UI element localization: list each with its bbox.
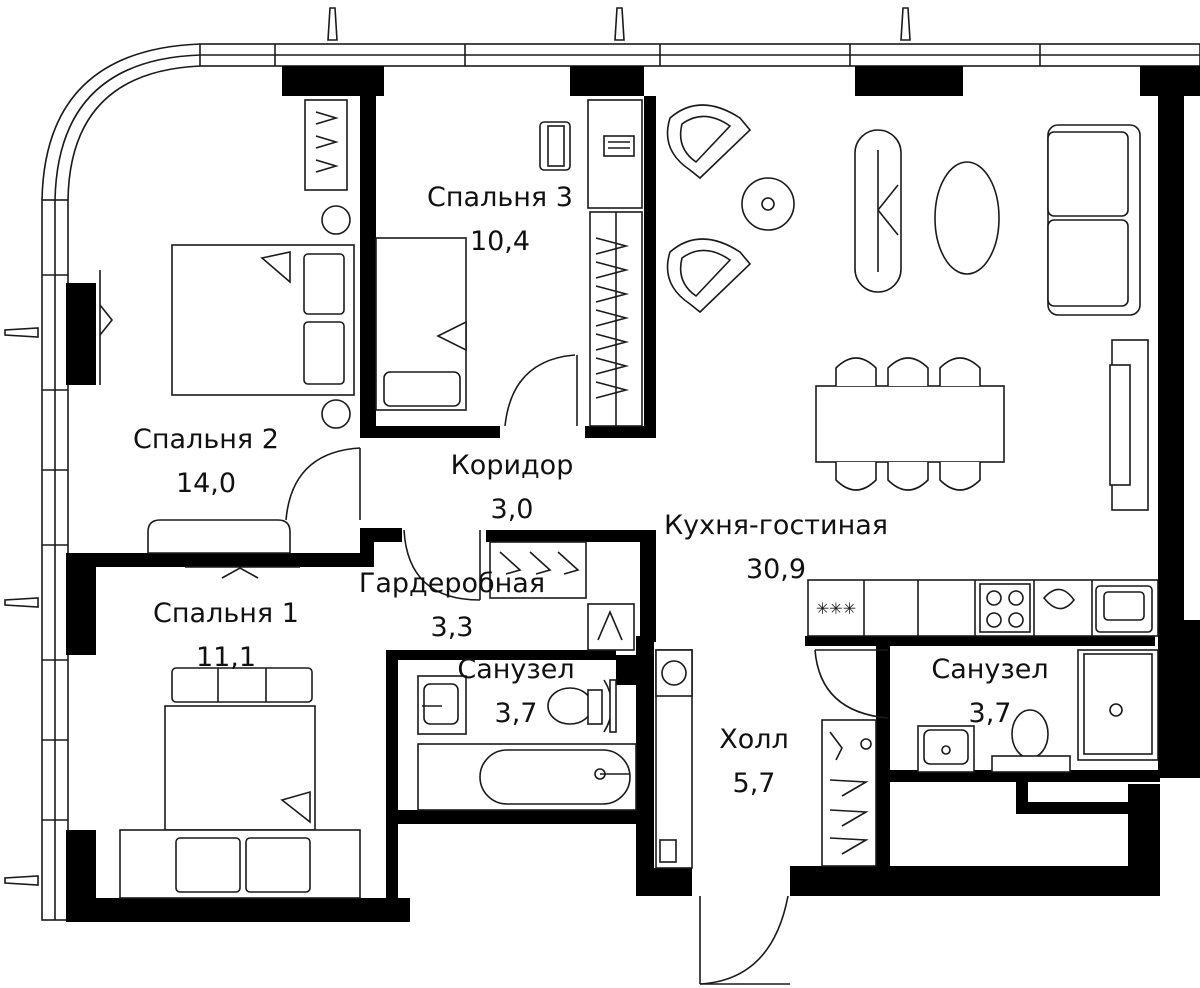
wardrobe-hanger-icon xyxy=(304,99,348,191)
sink-icon xyxy=(1042,585,1153,633)
stove-icon xyxy=(979,583,1031,633)
door-swing-icon xyxy=(285,447,361,521)
shower-icon xyxy=(1077,649,1159,761)
room-name: Холл xyxy=(719,724,789,755)
room-name: Кухня-гостиная xyxy=(664,510,888,541)
toilet-icon xyxy=(991,709,1071,773)
bed-icon xyxy=(171,205,355,429)
walls xyxy=(66,66,1200,922)
room-name: Санузел xyxy=(931,654,1048,685)
sink-icon xyxy=(917,725,975,773)
room-area: 3,3 xyxy=(431,612,474,643)
room-name: Спальня 2 xyxy=(133,424,279,455)
window-icon xyxy=(4,7,1200,921)
room-label-bathroom-2: Санузел 3,7 xyxy=(931,654,1048,729)
room-area: 3,7 xyxy=(969,698,1012,729)
sofa-icon xyxy=(147,519,300,579)
sofa-icon xyxy=(854,124,1149,511)
wardrobe-hanger-icon xyxy=(821,719,877,867)
window-icon xyxy=(99,270,114,385)
door-swing-icon xyxy=(699,895,790,985)
room-name: Гардеробная xyxy=(359,568,545,599)
room-name: Санузел xyxy=(457,654,574,685)
wardrobe-hanger-icon xyxy=(589,211,643,427)
dining-table-icon xyxy=(815,357,1005,491)
door-swing-icon xyxy=(814,649,889,719)
bed-icon xyxy=(119,667,361,899)
door-swing-icon xyxy=(504,354,578,427)
room-name: Спальня 3 xyxy=(427,182,573,213)
wardrobe-hanger-icon xyxy=(489,541,635,651)
room-label-kitchen-living: Кухня-гостиная 30,9 xyxy=(664,510,888,585)
room-label-bedroom-1: Спальня 1 11,1 xyxy=(153,598,299,673)
room-area: 10,4 xyxy=(470,226,530,257)
room-label-corridor: Коридор 3,0 xyxy=(451,450,574,525)
room-area: 14,0 xyxy=(176,468,236,499)
door-swing-icon xyxy=(403,529,481,601)
sink-icon xyxy=(417,675,467,735)
room-label-bedroom-2: Спальня 2 14,0 xyxy=(133,424,279,499)
armchair-icon xyxy=(666,104,795,314)
room-label-hall: Холл 5,7 xyxy=(719,724,789,799)
room-name: Спальня 1 xyxy=(153,598,299,629)
room-area: 3,7 xyxy=(495,698,538,729)
room-label-bedroom-3: Спальня 3 10,4 xyxy=(427,182,573,257)
room-name: Коридор xyxy=(451,450,574,481)
room-area: 5,7 xyxy=(733,768,776,799)
bed-icon xyxy=(375,237,467,411)
bathtub-icon xyxy=(417,743,637,811)
room-label-bathroom-1: Санузел 3,7 xyxy=(457,654,574,729)
room-area: 30,9 xyxy=(746,554,806,585)
svg-text:✳✳✳: ✳✳✳ xyxy=(816,599,856,618)
desk-icon xyxy=(539,99,643,209)
room-label-wardrobe: Гардеробная 3,3 xyxy=(359,568,545,643)
room-area: 3,0 xyxy=(491,494,534,525)
washing-machine-icon xyxy=(655,649,693,869)
room-area: 11,1 xyxy=(196,642,256,673)
toilet-icon xyxy=(547,679,617,733)
